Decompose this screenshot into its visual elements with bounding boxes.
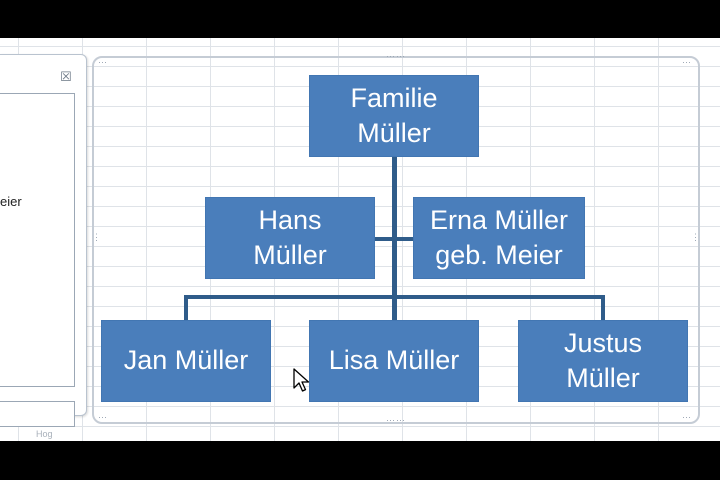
org-node-child-3[interactable]: Justus Müller <box>519 321 687 401</box>
org-node-child-3-label: Justus Müller <box>563 327 643 393</box>
close-icon[interactable]: ☒ <box>60 69 72 84</box>
text-pane-editor[interactable]: eier <box>0 93 75 387</box>
smartart-frame[interactable] <box>92 56 700 424</box>
org-node-assistant-2[interactable]: Erna Müller geb. Meier <box>414 198 584 278</box>
org-node-child-2-label: Lisa Müller <box>328 345 460 376</box>
smartart-text-pane: ☒ eier <box>0 54 87 427</box>
frame-handle-top-left[interactable]: ⋯ <box>98 57 108 67</box>
frame-handle-bottom-left[interactable]: ⋯ <box>98 412 108 422</box>
org-node-child-1-label: Jan Müller <box>123 345 249 376</box>
frame-handle-top[interactable]: ⋯⋯ <box>386 51 406 61</box>
letterbox-top <box>0 0 720 38</box>
org-node-root[interactable]: Familie Müller <box>310 76 478 156</box>
frame-handle-bottom[interactable]: ⋯⋯ <box>386 415 406 425</box>
frame-handle-right[interactable]: ⋮ <box>691 232 701 242</box>
text-pane-footer-field <box>0 401 75 427</box>
frame-handle-bottom-right[interactable]: ⋯ <box>682 412 692 422</box>
pane-footer-label: Hog <box>36 429 53 439</box>
org-node-root-label: Familie Müller <box>350 82 438 148</box>
connector-child-3 <box>601 295 605 321</box>
frame-handle-top-right[interactable]: ⋯ <box>682 57 692 67</box>
connector-assistants <box>374 237 414 241</box>
mouse-pointer-icon <box>293 368 311 399</box>
org-node-child-1[interactable]: Jan Müller <box>102 321 270 401</box>
org-node-assistant-1-label: Hans Müller <box>253 204 327 270</box>
frame-handle-left[interactable]: ⋮ <box>92 232 102 242</box>
letterbox-bottom <box>0 441 720 480</box>
org-node-assistant-2-label: Erna Müller geb. Meier <box>429 204 569 270</box>
spreadsheet-area[interactable]: ☒ eier Hog ⋯ ⋯⋯ ⋯ ⋮ ⋮ ⋯ ⋯⋯ ⋯ Familie Mül… <box>0 38 720 441</box>
org-node-child-2[interactable]: Lisa Müller <box>310 321 478 401</box>
connector-child-1 <box>184 295 188 321</box>
connector-trunk <box>392 156 397 316</box>
connector-child-2 <box>392 295 397 321</box>
text-pane-line: eier <box>0 194 22 209</box>
org-node-assistant-1[interactable]: Hans Müller <box>206 198 374 278</box>
